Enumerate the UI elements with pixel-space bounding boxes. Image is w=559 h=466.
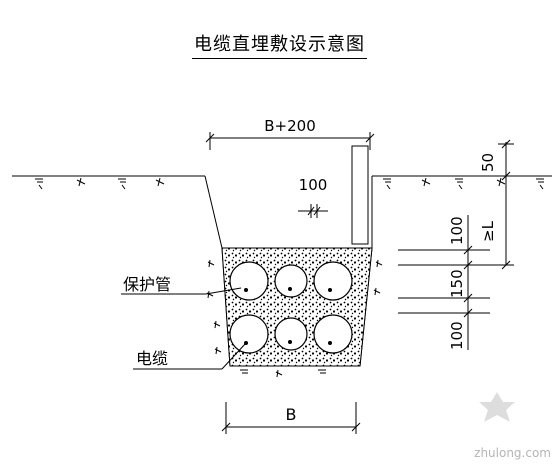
protect-pipes-top: [229, 261, 353, 301]
dim-layers: [398, 215, 490, 350]
marker-board: [351, 145, 369, 245]
label-layer2: 150: [448, 269, 466, 298]
wall-soil-marks: [206, 259, 383, 378]
dim-top-width: [205, 132, 375, 150]
protect-pipes-bottom: [229, 314, 353, 354]
label-depth-min: ≥L: [479, 220, 497, 242]
label-top-width: B+200: [264, 117, 316, 135]
label-layer3: 100: [448, 321, 466, 350]
ground-symbols: [35, 177, 544, 190]
watermark-text: zhulong.com: [474, 446, 551, 460]
diagram-title: 电缆直埋敷设示意图: [0, 30, 559, 59]
cables-top: [244, 287, 332, 292]
label-bottom-width: B: [286, 405, 297, 424]
label-gap: 100: [299, 176, 328, 194]
leader-lines: [121, 287, 247, 370]
dim-depth: [480, 139, 514, 270]
label-layer1: 100: [448, 216, 466, 245]
label-protect-pipe: 保护管: [123, 275, 171, 294]
dim-gap: [298, 204, 328, 218]
label-cable: 电缆: [136, 349, 168, 368]
dim-bottom-width: [221, 402, 361, 434]
label-depth-top: 50: [479, 153, 497, 172]
diagram-title-text: 电缆直埋敷设示意图: [192, 30, 367, 59]
watermark-logo: [479, 392, 515, 422]
